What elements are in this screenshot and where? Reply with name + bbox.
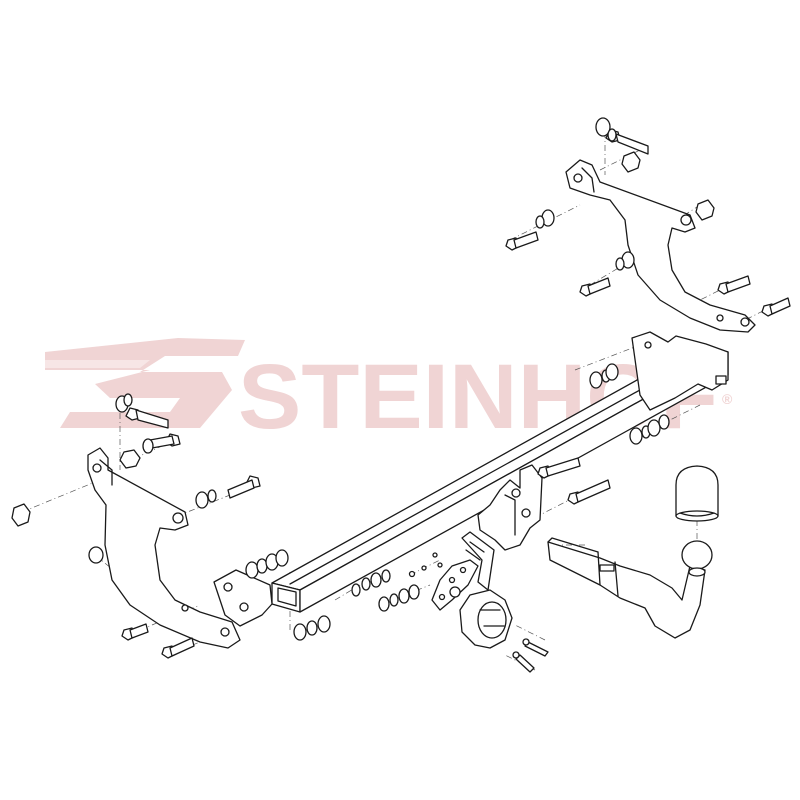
washer [595, 117, 611, 137]
bolt-left-mid [227, 475, 261, 499]
bolt-beam-mid [537, 457, 581, 479]
bolt-socket-2 [522, 638, 549, 657]
electrical-socket [459, 589, 513, 649]
screw [408, 570, 416, 578]
beam-end-plate-left [213, 569, 273, 627]
bolt-left-low-1 [121, 623, 149, 641]
nut [275, 549, 289, 567]
screw [421, 565, 427, 571]
ball-mount-socket-bracket [477, 464, 543, 551]
washer [398, 588, 410, 604]
nut [589, 371, 603, 389]
nut [88, 546, 104, 564]
nut [695, 199, 715, 221]
washer [535, 215, 545, 229]
bolt-right-far-1 [717, 275, 751, 295]
washer [658, 414, 670, 430]
washer [615, 257, 625, 271]
screw [437, 562, 443, 568]
bolt-left-low-2 [161, 637, 195, 659]
nut [317, 615, 331, 633]
bolt-right-far-2 [761, 297, 791, 317]
tow-ball-neck [547, 537, 706, 639]
washer [306, 620, 318, 636]
screw [432, 552, 438, 558]
washer [370, 572, 382, 588]
washer [351, 583, 361, 597]
tow-ball-cap [675, 465, 719, 522]
washer [629, 427, 643, 445]
washer [207, 489, 217, 503]
washer [381, 569, 391, 583]
steinhof-logo-icon [45, 338, 245, 428]
nut-washer-set [11, 117, 715, 641]
nut [378, 596, 390, 612]
tow-ball [681, 540, 713, 577]
bolt-right-low [579, 277, 611, 297]
washer [245, 561, 259, 579]
nut [621, 151, 641, 173]
side-bracket-right [565, 159, 756, 333]
nut [11, 503, 31, 527]
nut [119, 449, 141, 469]
bolt-beam-right [567, 479, 611, 505]
nut [408, 584, 420, 600]
washer [123, 393, 133, 407]
bolt-left-top-2 [149, 433, 181, 449]
nut [647, 419, 661, 437]
bolt-right-left [505, 231, 539, 251]
washer [293, 623, 307, 641]
washer [389, 593, 399, 607]
bolt-left-top-1 [125, 407, 169, 429]
side-bracket-left [87, 447, 241, 649]
beam-end-plate-right [631, 331, 729, 411]
registered-mark: ® [722, 391, 733, 407]
nut [605, 363, 619, 381]
washer [361, 577, 371, 591]
bolt-socket-1 [512, 651, 535, 673]
socket-mounting-plate [431, 559, 479, 611]
washer [142, 438, 154, 454]
washer [607, 128, 617, 142]
washer [195, 491, 209, 509]
